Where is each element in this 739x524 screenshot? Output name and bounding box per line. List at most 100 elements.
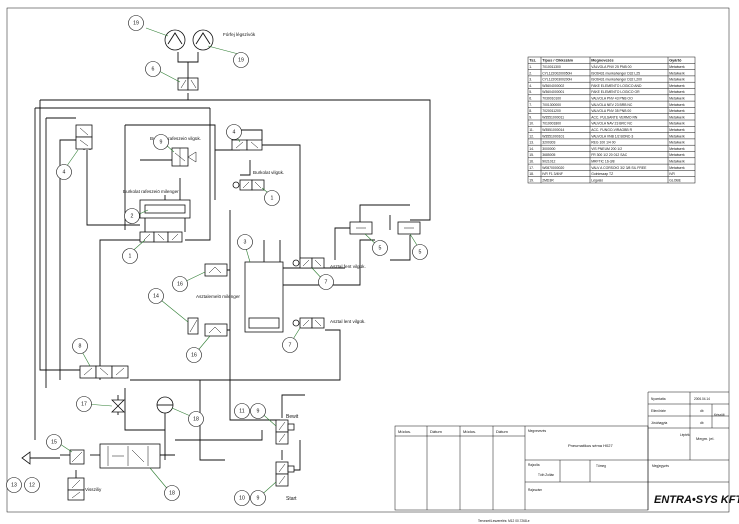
bubble-9a: 9 <box>153 134 169 150</box>
compressor-pair <box>164 29 214 51</box>
parts-table-cell: Metalwerk <box>669 90 685 94</box>
svg-text:6: 6 <box>152 66 155 72</box>
parts-table-cell: 10. <box>529 122 534 126</box>
label-start: Start <box>286 496 297 502</box>
bubble-16b: 16 <box>186 347 202 363</box>
parts-table-cell: VÁLVOLA PNV 25 PNB 00 <box>591 65 631 69</box>
svg-text:16: 16 <box>177 281 183 287</box>
pneumatic-lines <box>30 52 431 485</box>
parts-table-cell: VALVOLA PNV 43 PNB OO <box>591 97 633 101</box>
approval-label-3: Jóváhagyta <box>651 421 668 425</box>
bubble-9c: 9 <box>250 490 266 506</box>
parts-table-cell: ACC. FUNGO-VIRAGBB R <box>591 128 632 132</box>
bubble-4b: 4 <box>226 124 242 140</box>
designation-label: Megnevezés <box>528 429 546 433</box>
parts-table-header: Gyártó <box>669 59 682 63</box>
parts-table-cell: VALVOLA VNB 1/2 BONC-3 <box>591 134 633 138</box>
parts-table-cell: 2MD3R <box>542 178 554 182</box>
rev-header-4: Dátum <box>496 429 508 434</box>
parts-table-cell: 3000000 <box>542 147 555 151</box>
approval-label-1: Nyomtatta <box>651 397 666 401</box>
svg-text:3: 3 <box>244 239 247 245</box>
parts-table-cell: W3604000002 <box>542 84 564 88</box>
parts-table-cell: MRFTIC 16-3/8 <box>591 160 614 164</box>
parts-table-cell: REG 100 1/4 00 <box>591 141 615 145</box>
bubble-15: 18 <box>164 485 180 501</box>
bubble-13: 14 <box>148 288 164 304</box>
valve-8 <box>79 365 129 379</box>
valve-1-upper <box>232 179 265 191</box>
svg-text:19: 19 <box>238 57 244 63</box>
svg-text:18: 18 <box>169 490 175 496</box>
cylinder-3 <box>244 240 284 333</box>
valve-7-upper <box>292 257 325 269</box>
material-label: Tömeg <box>596 464 606 468</box>
parts-table-cell: Metalwerk <box>669 71 685 75</box>
rev-header-3: Módos. <box>463 429 476 434</box>
parts-table-cell: W3551000101 <box>542 134 564 138</box>
parts-table-cell: 3685005 <box>542 153 555 157</box>
scale-label: Lépték <box>680 433 690 437</box>
svg-text:13: 13 <box>11 482 17 488</box>
svg-text:12: 12 <box>29 482 35 488</box>
label-upper-switch: Asztal fent vilgük. <box>330 264 366 269</box>
bubble-14: 15 <box>46 434 62 450</box>
valve-17 <box>111 399 125 413</box>
parts-table-cell: ISO6431 munkahenger D32 L25 <box>591 71 640 75</box>
svg-text:18: 18 <box>193 416 199 422</box>
bubble-9b: 9 <box>250 403 266 419</box>
parts-table-cell: IVR F1 3/4NF <box>542 172 563 176</box>
parts-table-cell: 4. <box>529 84 532 88</box>
parts-table-cell: Metalwerk <box>669 84 685 88</box>
parts-table-cell: 12. <box>529 134 534 138</box>
bubble-11: 12 <box>24 477 40 493</box>
bubble-6: 6 <box>145 61 161 77</box>
label-lower-switch: Asztal lent vilgük. <box>330 319 366 324</box>
parts-table-cell: 14. <box>529 147 534 151</box>
label-gate-switch: Burkolat vilgük. <box>253 170 284 175</box>
parts-table-cell: Metalwerk <box>669 147 685 151</box>
parts-table-cell: Metalwerk <box>669 166 685 170</box>
sheet-label: Megm. jel. <box>696 436 714 441</box>
parts-table-cell: 2. <box>529 71 532 75</box>
label-cylinder-upper: Burkolat rafeszeiö milenger <box>123 189 179 194</box>
parts-table-cell: 7010001800 <box>542 122 561 126</box>
parts-table-cell: Metalwerk <box>669 128 685 132</box>
leader-lines <box>59 27 421 499</box>
parts-table-cell: 13. <box>529 141 534 145</box>
valve-7-lower <box>292 317 325 329</box>
parts-table-cell: Metalwerk <box>669 78 685 82</box>
approval-value-3: db <box>700 421 704 425</box>
parts-table-cell: VALVOLA NEV 23 BRB NC <box>591 103 633 107</box>
valve-4-left <box>75 124 93 150</box>
parts-table-cell: VIS PNEUM 200 1/2 <box>591 147 622 151</box>
parts-table-cell: ISO6431 munkahenger D32 L200 <box>591 78 642 82</box>
drawn-label: Rajzolta <box>528 463 540 467</box>
parts-table-cell: Metalwerk <box>669 97 685 101</box>
parts-table-cell: 19. <box>529 178 534 182</box>
parts-table-cell: Metalwerk <box>669 109 685 113</box>
parts-table-cell: 15. <box>529 153 534 157</box>
exhaust-symbol <box>21 451 31 465</box>
parts-table-cell: CYL12200300200H <box>542 78 572 82</box>
title-block <box>394 391 729 511</box>
parts-table-header: Típus / Cikkszám <box>542 59 573 63</box>
notes-label: Megjegyzés <box>652 464 669 468</box>
bubble-17: 17 <box>76 396 92 412</box>
label-compressor: Fórfej légszívók <box>223 32 256 37</box>
bubble-3: 3 <box>237 234 253 250</box>
parts-table-cell: W3604000001 <box>542 90 564 94</box>
parts-table-cell: 5. <box>529 90 532 94</box>
label-stop: Bewit <box>286 414 299 420</box>
parts-table-cell: 11. <box>529 128 534 132</box>
parts-table-cell: Metalwerk <box>669 122 685 126</box>
parts-table-header: Megnevezés <box>591 59 613 63</box>
parts-table-cell: Metalwerk <box>669 103 685 107</box>
parts-table-cell: 7020011200 <box>542 109 561 113</box>
parts-table-cell: VALVOLA PNV 35 PNB 00 <box>591 109 631 113</box>
svg-text:5: 5 <box>419 249 422 255</box>
bubble-12: 13 <box>6 477 22 493</box>
valve-6 <box>177 77 199 91</box>
